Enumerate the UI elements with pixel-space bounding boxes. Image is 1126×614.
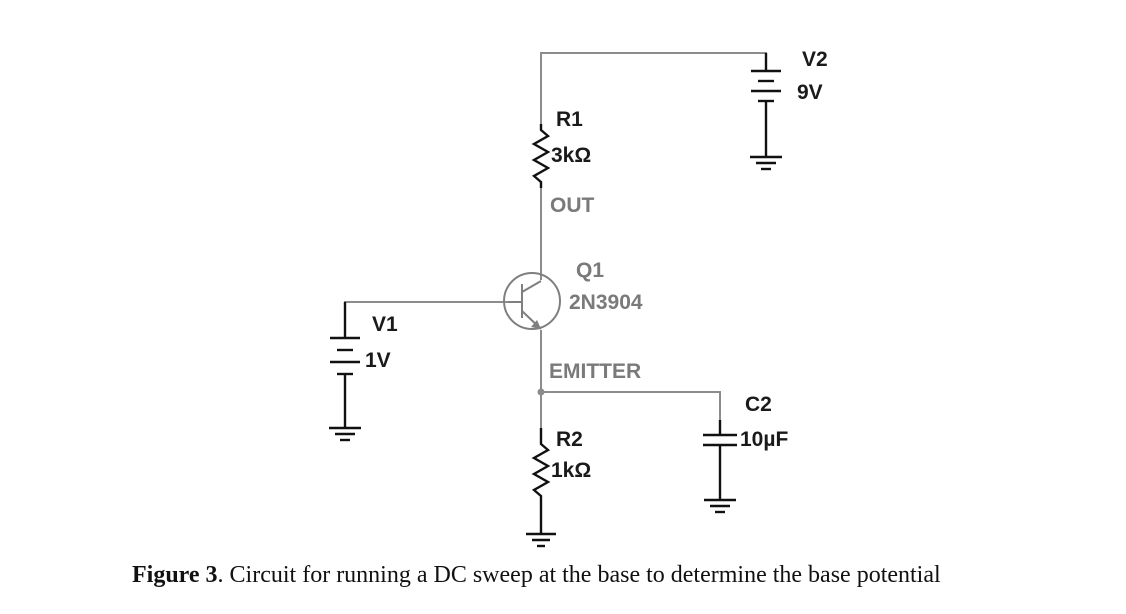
v1-name-label: V1	[372, 313, 398, 336]
figure-caption: Figure 3. Circuit for running a DC sweep…	[132, 562, 941, 589]
c2-name-label: C2	[745, 393, 772, 416]
figure-caption-text: . Circuit for running a DC sweep at the …	[217, 562, 941, 588]
r2-name-label: R2	[556, 428, 583, 451]
v2-value-label: 9V	[797, 81, 823, 104]
ground-r2	[526, 532, 556, 548]
net-label-out: OUT	[550, 194, 595, 217]
ground-v1	[329, 426, 361, 442]
battery-v2[interactable]	[751, 53, 781, 157]
resistor-r2-symbol	[531, 428, 551, 534]
transistor-q1[interactable]	[503, 272, 561, 330]
transistor-q1-circle	[503, 272, 561, 330]
figure-caption-prefix: Figure 3	[132, 562, 218, 588]
v2-name-label: V2	[802, 48, 828, 71]
junction-dot	[537, 388, 545, 396]
ground-c2	[704, 498, 736, 514]
battery-v1[interactable]	[330, 302, 360, 428]
q1-model-label: 2N3904	[569, 291, 643, 314]
wire-to-c2	[541, 391, 721, 420]
transistor-q1-collector	[521, 280, 542, 293]
r1-value-label: 3kΩ	[551, 144, 591, 167]
ground-v2	[750, 155, 782, 171]
net-label-emitter: EMITTER	[549, 360, 641, 383]
v1-value-label: 1V	[365, 349, 391, 372]
r1-name-label: R1	[556, 108, 583, 131]
q1-name-label: Q1	[576, 259, 604, 282]
r2-value-label: 1kΩ	[551, 459, 591, 482]
resistor-r2[interactable]	[531, 428, 551, 534]
capacitor-c2[interactable]	[703, 420, 737, 500]
c2-value-label: 10µF	[740, 428, 788, 451]
transistor-q1-emitter-arrow	[531, 320, 541, 329]
resistor-r1[interactable]	[531, 124, 551, 188]
wire-base	[344, 301, 508, 330]
resistor-r1-symbol	[531, 124, 551, 188]
